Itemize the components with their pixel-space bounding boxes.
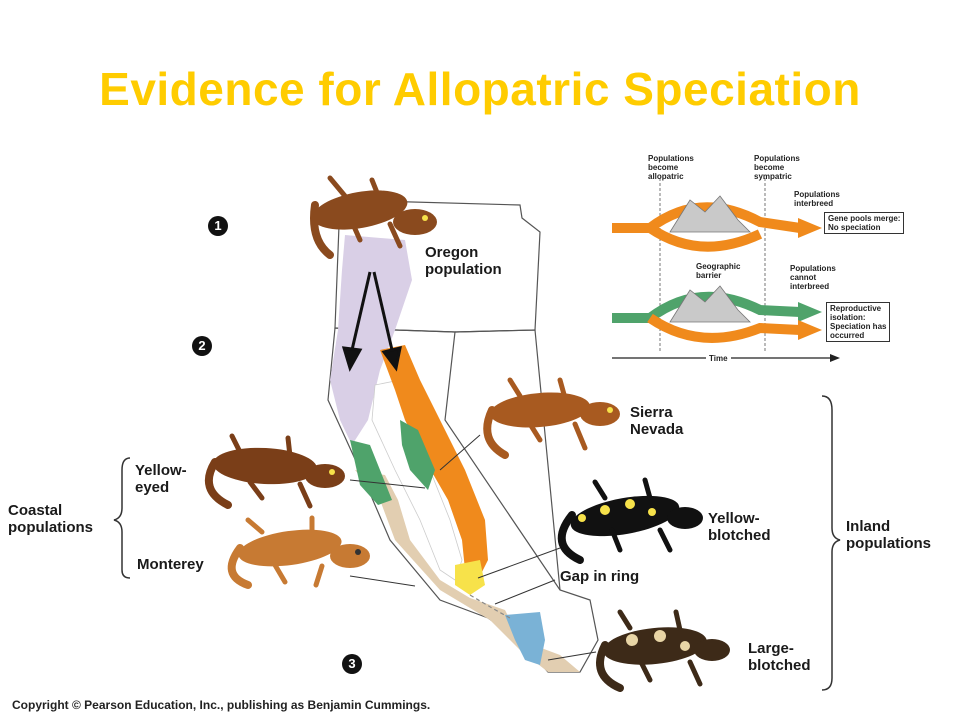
page-title: Evidence for Allopatric Speciation: [99, 63, 861, 115]
salamander-monterey: [227, 515, 370, 589]
range-green: [350, 440, 392, 505]
salamander-yellow-blotched: [557, 477, 703, 564]
step-marker-2: 2: [192, 336, 212, 356]
label-large-blotched: Large-blotched: [748, 640, 811, 674]
inset-box-merge: Gene pools merge:No speciation: [824, 212, 905, 234]
range-orange: [380, 345, 488, 580]
leader-lines: [349, 434, 597, 661]
range-green-inland: [400, 420, 435, 490]
gap-ring: [469, 594, 511, 619]
salamander-yellow-eyed: [204, 433, 345, 509]
range-lavender: [330, 235, 412, 445]
inset-label-time: Time: [706, 354, 731, 363]
label-monterey: Monterey: [137, 556, 204, 573]
label-gap-in-ring: Gap in ring: [560, 568, 640, 585]
copyright-notice: Copyright © Pearson Education, Inc., pub…: [12, 698, 431, 712]
bracket-coastal: [113, 457, 131, 579]
bracket-inland: [821, 395, 841, 691]
step-marker-3: 3: [342, 654, 362, 674]
dispersal-arrows: [341, 271, 402, 372]
label-yellow-blotched: Yellow-blotched: [708, 510, 771, 544]
salamander-sierra: [483, 377, 620, 459]
step-marker-1: 1: [208, 216, 228, 236]
inset-diagram: [612, 178, 840, 362]
salamander-large-blotched: [596, 609, 730, 692]
range-blue: [505, 612, 545, 665]
range-yellow: [455, 560, 485, 595]
label-yellow-eyed: Yellow-eyed: [135, 462, 187, 496]
salamander-oregon: [310, 175, 437, 259]
